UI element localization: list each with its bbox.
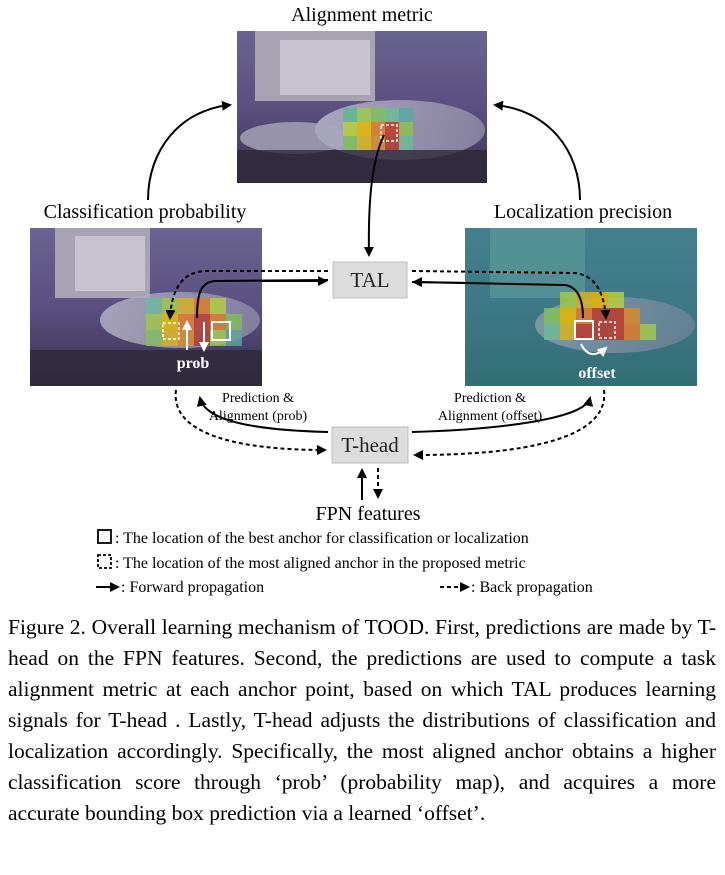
alignment-heatmap [343,108,413,150]
prob-label: prob [177,355,210,372]
edge-label-left-line2: Alignment (prob) [209,409,308,424]
tal-node: TAL [332,261,408,299]
localization-best-box [574,320,594,340]
classification-probability-title: Classification probability [44,201,247,223]
legend-solid-box-icon [97,529,112,544]
classification-aligned-box [162,322,180,340]
legend: : The location of the best anchor for cl… [96,529,593,596]
legend-back-text: : Back propagation [471,579,593,596]
fpn-features-label: FPN features [316,503,421,525]
legend-dashed-box-icon [97,554,112,569]
legend-forward-text: : Forward propagation [121,579,264,596]
legend-dashed-box-text: : The location of the most aligned ancho… [115,555,526,572]
localization-precision-image: offset [465,228,697,386]
offset-curved-arrow [580,343,608,358]
classification-best-box [211,321,231,341]
arrow-loc-to-alignment [493,100,581,201]
arrow-cls-to-alignment [147,100,232,201]
arrow-tal-forward-left [196,279,329,319]
arrow-cls-back-to-thead [174,389,327,455]
legend-solid-box-text: : The location of the best anchor for cl… [115,530,529,547]
thead-label: T-head [341,433,399,457]
localization-precision-title: Localization precision [494,201,672,223]
arrow-tal-back-right [411,270,611,320]
alignment-most-aligned-box [380,124,398,142]
edge-label-left-line1: Prediction & [222,391,294,406]
localization-aligned-box [598,321,616,339]
arrow-tal-forward-right [411,281,584,319]
alignment-metric-title: Alignment metric [291,4,433,26]
arrow-alignment-to-tal [363,134,385,257]
arrow-thead-to-loc [411,396,594,433]
arrow-loc-back-to-thead [413,389,606,460]
alignment-metric-image [237,31,487,183]
arrow-tal-back-left [165,270,328,320]
arrow-thead-to-cls [196,396,329,433]
classification-probability-image: prob [30,228,262,386]
arrow-tal-forward-right-head [412,277,471,288]
edge-label-right-line2: Alignment (offset) [438,409,543,424]
edge-label-right-line1: Prediction & [454,391,526,406]
tood-mechanism-diagram: Alignment metric Classification probabil… [30,4,697,596]
tal-label: TAL [350,268,389,292]
thead-node: T-head [331,426,409,464]
offset-label: offset [578,365,616,382]
figure-caption: Figure 2. Overall learning mechanism of … [8,615,716,825]
